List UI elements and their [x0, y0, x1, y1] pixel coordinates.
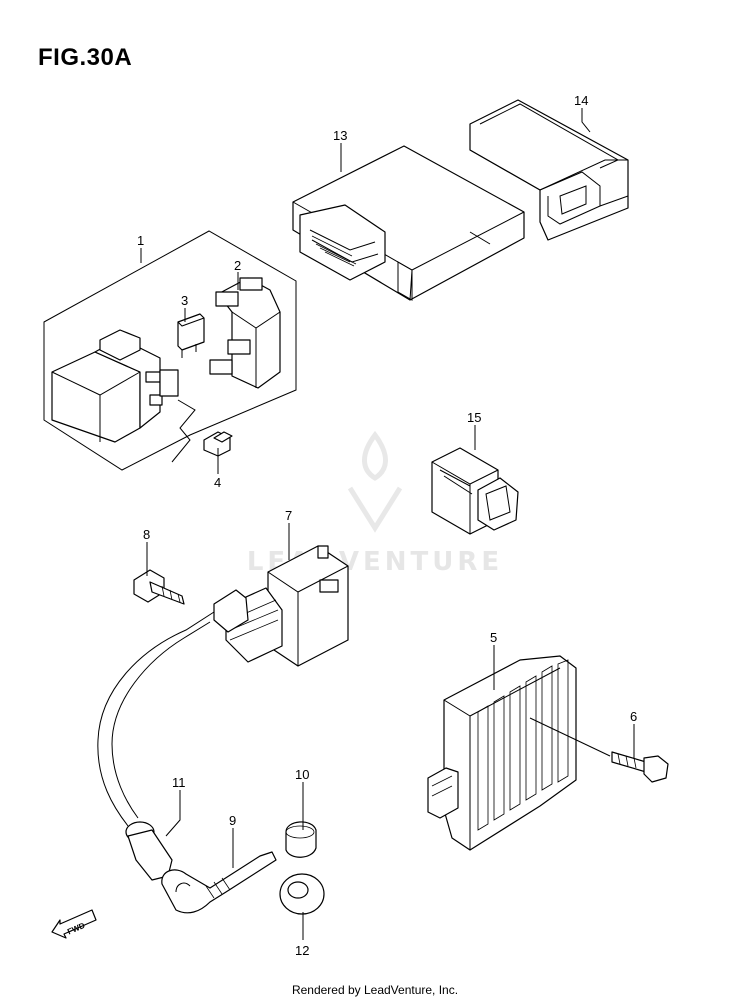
callout-13: 13 [333, 128, 347, 143]
part-15-connector [431, 447, 519, 535]
callout-labels: 1 2 3 4 5 6 7 8 9 10 11 12 13 14 15 [137, 93, 637, 958]
part-1-relay-assembly [43, 230, 297, 471]
footer-credit: Rendered by LeadVenture, Inc. [291, 983, 459, 997]
fwd-arrow-icon: FWD [51, 909, 97, 939]
part-14-ecm-cover [469, 99, 629, 241]
part-11-plug-cap [125, 821, 173, 881]
part-7-ignition-coil [97, 545, 349, 827]
callout-11: 11 [172, 775, 186, 790]
callout-2: 2 [234, 258, 241, 273]
callout-4: 4 [214, 475, 221, 490]
callout-7: 7 [285, 508, 292, 523]
part-10-sleeve [285, 821, 317, 858]
callout-5: 5 [490, 630, 497, 645]
part-13-ecm [292, 145, 525, 301]
part-6-bolt [611, 751, 669, 783]
part-12-washer [279, 873, 325, 915]
part-9-spark-plug-cap [161, 851, 277, 914]
callout-9: 9 [229, 813, 236, 828]
callout-3: 3 [181, 293, 188, 308]
part-4-bolt [203, 431, 233, 457]
callout-6: 6 [630, 709, 637, 724]
callout-10: 10 [295, 767, 309, 782]
part-3-fuse [177, 313, 205, 358]
part-2-fuse-box [209, 277, 281, 389]
callout-12: 12 [295, 943, 309, 958]
callout-14: 14 [574, 93, 588, 108]
watermark-logo [347, 430, 403, 533]
callout-8: 8 [143, 527, 150, 542]
callout-15: 15 [467, 410, 481, 425]
figure-title: FIG.30A [38, 44, 133, 71]
part-5-regulator [427, 655, 577, 851]
part-8-bolt [133, 569, 185, 605]
callout-1: 1 [137, 233, 144, 248]
leader-lines [140, 108, 635, 940]
